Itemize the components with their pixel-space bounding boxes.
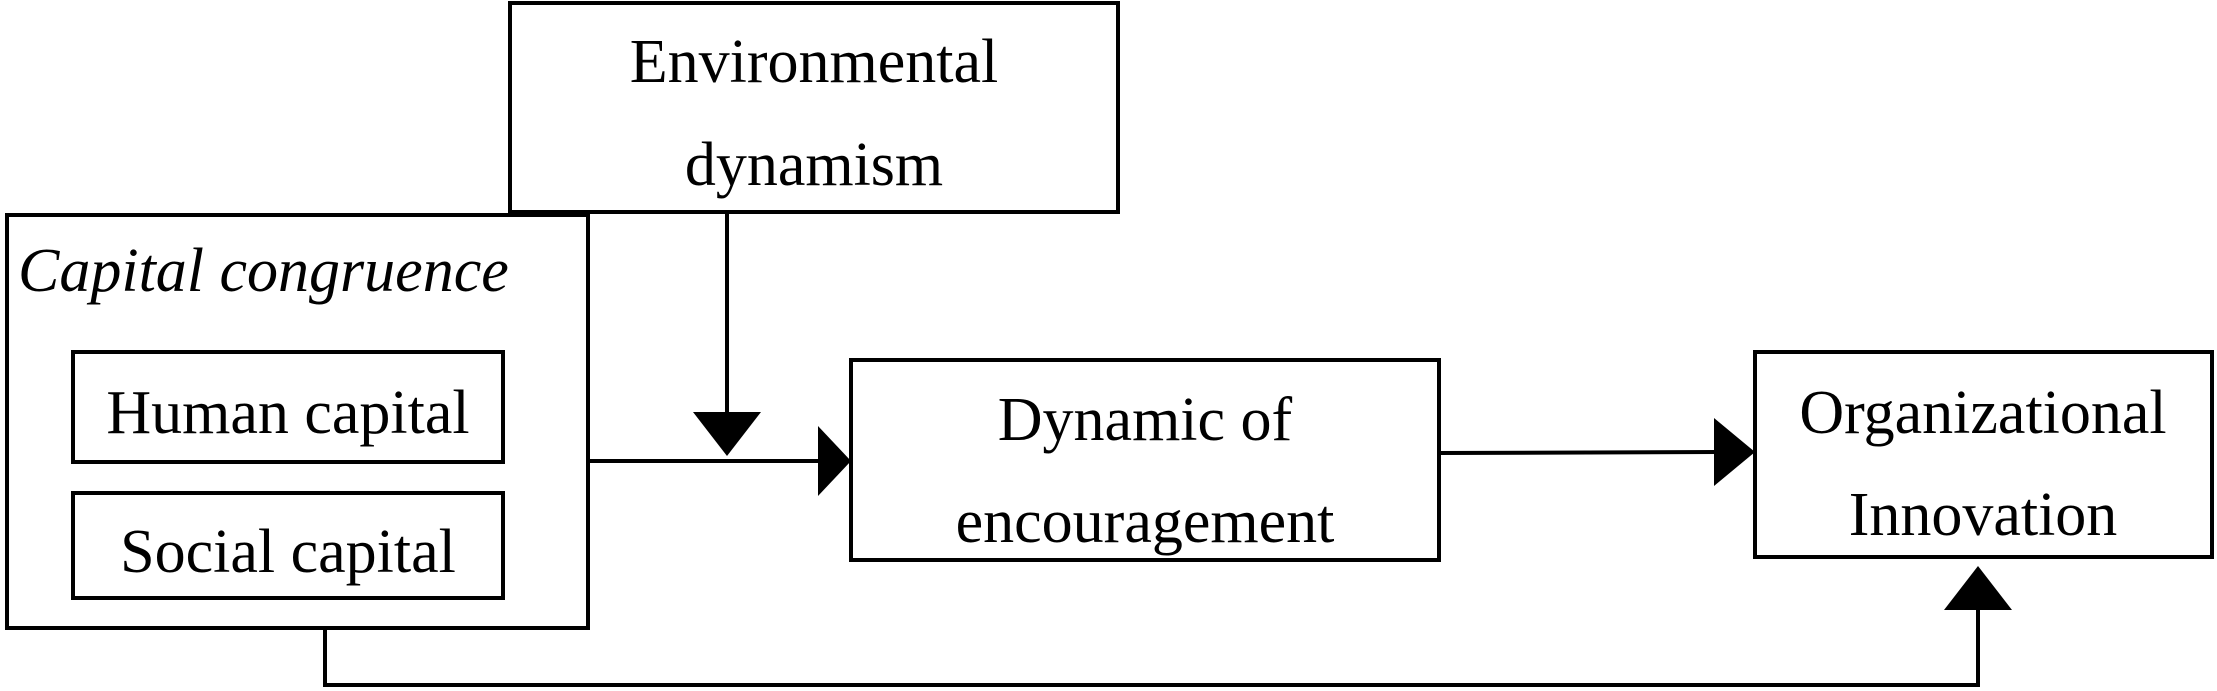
moderation-arrow xyxy=(693,212,761,456)
organizational-innovation-label-line2: Innovation xyxy=(1849,481,2118,549)
capital-to-innovation-arrow-head xyxy=(1944,566,2012,610)
social-capital-label: Social capital xyxy=(120,518,456,586)
capital-to-innovation-arrow-shaft xyxy=(323,606,1980,687)
environmental-dynamism-label-line1: Environmental xyxy=(630,28,998,96)
dynamic-of-encouragement-node: Dynamic of encouragement xyxy=(849,358,1441,562)
human-capital-label: Human capital xyxy=(106,379,469,447)
social-capital-box xyxy=(71,491,505,600)
capital-congruence-title: Capital congruence xyxy=(18,237,509,305)
capital-to-innovation-arrow xyxy=(323,566,2012,687)
human-capital-box xyxy=(71,350,505,464)
encouragement-to-innovation-arrow-shaft xyxy=(1438,450,1719,455)
dynamic-of-encouragement-label-line1: Dynamic of xyxy=(998,386,1293,454)
dynamic-of-encouragement-box xyxy=(849,358,1441,562)
environmental-dynamism-label-line2: dynamism xyxy=(685,131,943,199)
organizational-innovation-label-line1: Organizational xyxy=(1799,379,2166,447)
capital-congruence-node: Capital congruence Human capital Social … xyxy=(5,213,590,630)
encouragement-to-innovation-arrow-head xyxy=(1714,418,1755,486)
organizational-innovation-node: Organizational Innovation xyxy=(1753,350,2214,559)
dynamic-of-encouragement-label-line2: encouragement xyxy=(956,488,1335,556)
environmental-dynamism-node: Environmental dynamism xyxy=(508,1,1120,214)
capital-to-encouragement-arrow-head xyxy=(818,426,851,496)
moderation-arrow-head xyxy=(693,412,761,456)
encouragement-to-innovation-arrow xyxy=(1438,418,1755,486)
organizational-innovation-box xyxy=(1753,350,2214,559)
environmental-dynamism-box xyxy=(508,1,1120,214)
capital-to-encouragement-arrow xyxy=(588,426,851,496)
